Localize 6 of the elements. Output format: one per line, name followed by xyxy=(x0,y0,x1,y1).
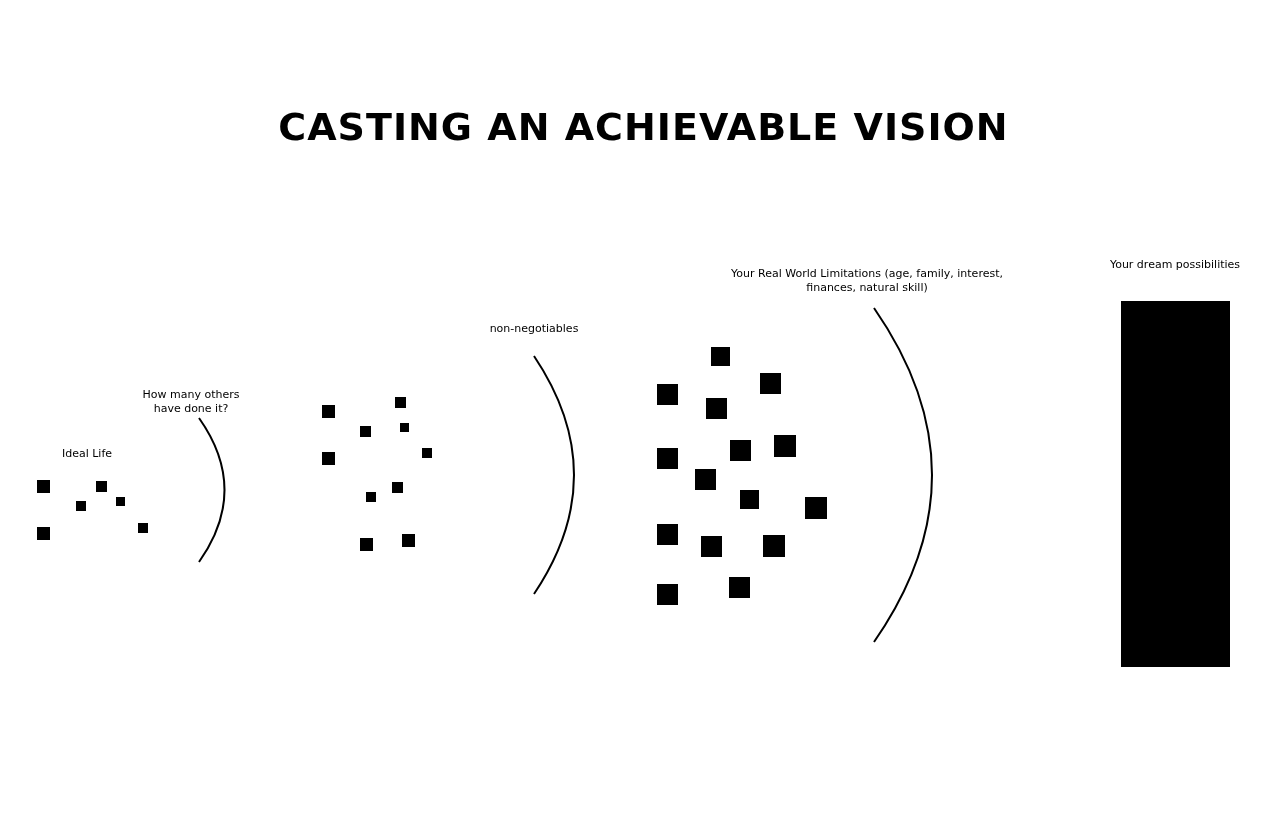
text-label: non-negotiables xyxy=(488,322,580,336)
bar-heading: Your dream possibilities xyxy=(1108,258,1242,272)
diagram-title: CASTING AN ACHIEVABLE VISION xyxy=(277,105,1010,149)
text-label: How many others have done it? xyxy=(141,388,241,416)
text-label: Ideal Life xyxy=(60,447,114,461)
text-label: Your Real World Limitations (age, family, interest, finances, natural skill) xyxy=(730,267,1004,295)
